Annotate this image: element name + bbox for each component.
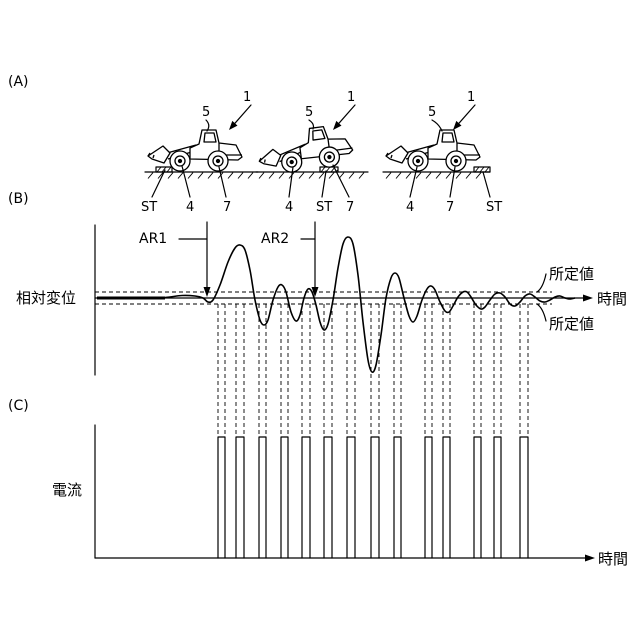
hatch-stroke	[359, 173, 364, 179]
panel-b-label: (B)	[8, 191, 29, 207]
hatch-stroke	[168, 173, 173, 179]
bottom-label-2: ST	[316, 200, 332, 215]
ground-hatch	[386, 173, 481, 179]
machine-label: 1	[467, 90, 475, 105]
hatch-stroke	[349, 173, 354, 179]
hatch-stroke	[446, 173, 451, 179]
hatch-stroke	[466, 173, 471, 179]
arrow-ar2-label: AR2	[261, 231, 289, 247]
hatch-stroke	[228, 173, 233, 179]
bottom-label-3: 7	[223, 200, 231, 215]
hatch-stroke	[406, 173, 411, 179]
bottom-leader-1	[152, 170, 165, 197]
bottom-leader-3	[483, 172, 490, 197]
hatch-stroke	[426, 173, 431, 179]
lower-threshold-leader	[537, 304, 546, 321]
part-label: 5	[428, 105, 436, 120]
machine-label: 1	[347, 90, 355, 105]
current-pulse	[494, 437, 501, 558]
upper-threshold-leader	[537, 274, 546, 292]
bottom-label-1: 4	[406, 200, 414, 215]
hatch-stroke	[299, 173, 304, 179]
hatch-stroke	[248, 173, 253, 179]
displacement-axis-label: 相対変位	[16, 289, 76, 307]
hatch-stroke	[436, 173, 441, 179]
part-label: 5	[305, 105, 313, 120]
hatch-stroke	[476, 173, 481, 179]
machine-label: 1	[243, 90, 251, 105]
current-pulse	[443, 437, 450, 558]
wheel-loader-drawing	[256, 123, 355, 176]
hatch-stroke	[309, 173, 314, 179]
machine-arrow	[333, 105, 355, 130]
current-pulse	[281, 437, 288, 558]
hatch-stroke	[279, 173, 284, 179]
panel-c-label: (C)	[8, 398, 29, 414]
hatch-stroke	[148, 173, 153, 179]
bottom-leader-2	[182, 166, 190, 197]
hatch-stroke	[416, 173, 421, 179]
hatch-stroke	[238, 173, 243, 179]
hatch-stroke	[329, 173, 334, 179]
arrow-ar1	[179, 222, 211, 297]
part-label: 5	[202, 105, 210, 120]
current-pulse	[371, 437, 379, 558]
hatch-stroke	[259, 173, 264, 179]
loader-scene-3: 5 1 4 7 ST	[383, 90, 502, 215]
hatch-stroke	[319, 173, 324, 179]
arrow-ar2	[301, 222, 319, 297]
current-pulse	[394, 437, 401, 558]
bottom-label-1: 4	[285, 200, 293, 215]
machine-arrow	[453, 105, 475, 130]
current-pulse	[218, 437, 225, 558]
time-axis-c-label: 時間	[598, 550, 628, 568]
timing-guides	[218, 304, 528, 437]
bottom-label-3: 7	[346, 200, 354, 215]
upper-threshold-label: 所定値	[549, 265, 594, 283]
current-pulse	[302, 437, 310, 558]
hatch-stroke	[208, 173, 213, 179]
time-axis-b	[95, 295, 593, 302]
loader-scene-2: 5 1 4 ST 7	[256, 90, 368, 215]
bottom-leader-3	[333, 165, 349, 197]
lower-threshold-label: 所定値	[549, 315, 594, 333]
hatch-stroke	[386, 173, 391, 179]
current-pulse	[324, 437, 332, 558]
current-pulse	[520, 437, 528, 558]
arrow-ar1-label: AR1	[139, 231, 167, 247]
current-pulse	[474, 437, 481, 558]
bottom-label-3: ST	[486, 200, 502, 215]
hatch-stroke	[198, 173, 203, 179]
hatch-stroke	[269, 173, 274, 179]
wheel-loader-drawing	[148, 130, 242, 171]
bottom-label-2: 7	[446, 200, 454, 215]
hatch-stroke	[178, 173, 183, 179]
current-pulse	[236, 437, 244, 558]
current-pulses	[218, 437, 528, 558]
hatch-stroke	[188, 173, 193, 179]
time-axis-b-label: 時間	[597, 290, 627, 308]
machine-arrow	[229, 105, 251, 130]
step-obstacle	[474, 167, 490, 172]
current-pulse	[347, 437, 355, 558]
current-pulse	[425, 437, 432, 558]
displacement-waveform	[160, 237, 575, 372]
bottom-label-1: ST	[141, 200, 157, 215]
bottom-label-2: 4	[186, 200, 194, 215]
ground-hatch	[259, 173, 364, 179]
loader-scene-1: 5 1 ST 4 7	[141, 90, 258, 215]
hatch-stroke	[396, 173, 401, 179]
wheel-loader-drawing	[386, 130, 480, 171]
hatch-stroke	[456, 173, 461, 179]
current-pulse	[259, 437, 266, 558]
current-axis-label: 電流	[52, 481, 82, 499]
panel-a-label: (A)	[8, 74, 29, 90]
